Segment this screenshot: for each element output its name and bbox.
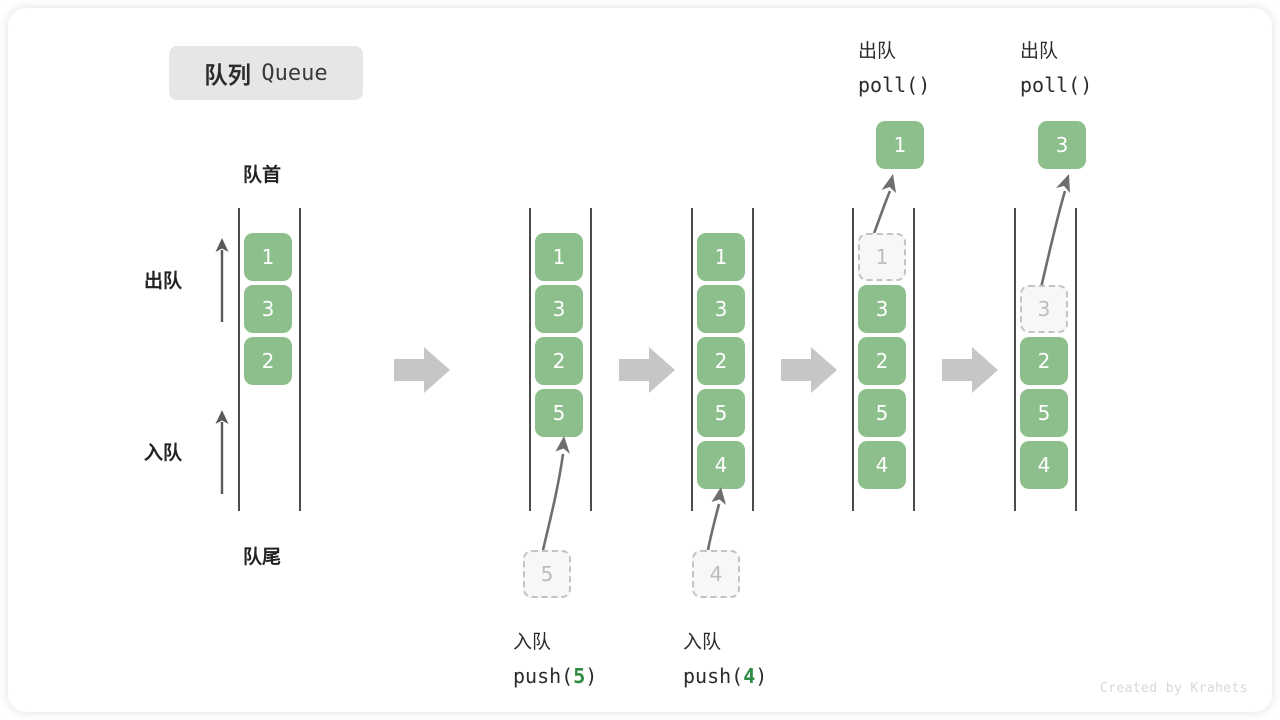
push5-paren: ) (585, 664, 598, 688)
dequeue-direction-label: 出队 (144, 270, 183, 292)
queue-cell: 3 (244, 285, 292, 333)
step-poll1-rail-right (913, 208, 915, 511)
step-push4-rail-left (691, 208, 693, 511)
push5-label-code: push(5) (513, 659, 597, 693)
step-arrow-icon (394, 347, 450, 393)
queue-cell: 5 (535, 389, 583, 437)
diagram-card: 队列 Queue 队首 队尾 出队 入队 1 3 2 1 3 2 5 5 入队 … (8, 8, 1272, 712)
push5-label-cn: 入队 (513, 631, 552, 653)
poll1-label-cn: 出队 (858, 40, 897, 62)
push4-fn: push( (683, 664, 744, 688)
enqueue-up-arrow-icon (215, 410, 229, 494)
step-poll3-rail-right (1075, 208, 1077, 511)
incoming-ghost-cell: 4 (692, 550, 740, 598)
queue-cell: 1 (697, 233, 745, 281)
queue-cell: 2 (1020, 337, 1068, 385)
queue-cell: 2 (535, 337, 583, 385)
step-push4-rail-right (752, 208, 754, 511)
queue-tail-label: 队尾 (243, 546, 282, 568)
polled-cell: 3 (1038, 121, 1086, 169)
push5-flow-arrow-icon (541, 436, 570, 551)
diagram-stage: 队列 Queue 队首 队尾 出队 入队 1 3 2 1 3 2 5 5 入队 … (8, 8, 1272, 712)
step-arrow-icon (619, 347, 675, 393)
dequeue-up-arrow-icon (215, 238, 229, 322)
poll3-label-cn: 出队 (1020, 40, 1059, 62)
polled-cell: 1 (876, 121, 924, 169)
queue-cell: 5 (1020, 389, 1068, 437)
queue-cell: 4 (697, 441, 745, 489)
queue-cell: 1 (535, 233, 583, 281)
push5-arg: 5 (573, 664, 586, 688)
diagram-title-cn: 队列 (204, 63, 252, 89)
queue-cell: 5 (697, 389, 745, 437)
diagram-title-en: Queue (261, 60, 328, 86)
step-initial-rail-right (299, 208, 301, 511)
queue-cell: 3 (858, 285, 906, 333)
push4-paren: ) (755, 664, 768, 688)
queue-head-label: 队首 (243, 164, 282, 186)
queue-cell: 5 (858, 389, 906, 437)
push5-fn: push( (513, 664, 574, 688)
step-arrow-icon (781, 347, 837, 393)
step-push5-rail-right (590, 208, 592, 511)
step-push5-rail-left (529, 208, 531, 511)
queue-cell: 2 (244, 337, 292, 385)
step-initial-rail-left (238, 208, 240, 511)
step-poll3-rail-left (1014, 208, 1016, 511)
queue-cell: 4 (1020, 441, 1068, 489)
queue-cell: 3 (697, 285, 745, 333)
push4-arg: 4 (743, 664, 756, 688)
queue-cell: 1 (244, 233, 292, 281)
step-arrow-icon (942, 347, 998, 393)
credit-text: Created by Krahets (1099, 681, 1248, 696)
enqueue-direction-label: 入队 (144, 442, 183, 464)
poll3-flow-arrow-icon (1038, 174, 1070, 293)
queue-cell: 2 (858, 337, 906, 385)
push4-label-code: push(4) (683, 659, 767, 693)
queue-cell: 4 (858, 441, 906, 489)
push4-flow-arrow-icon (706, 487, 726, 551)
poll3-label-code: poll() (1020, 73, 1093, 97)
push4-label-cn: 入队 (683, 631, 722, 653)
diagram-title-chip: 队列 Queue (169, 46, 363, 100)
poll1-label-code: poll() (858, 73, 931, 97)
departing-ghost-cell: 3 (1020, 285, 1068, 333)
incoming-ghost-cell: 5 (523, 550, 571, 598)
queue-cell: 2 (697, 337, 745, 385)
queue-cell: 3 (535, 285, 583, 333)
step-poll1-rail-left (852, 208, 854, 511)
departing-ghost-cell: 1 (858, 233, 906, 281)
